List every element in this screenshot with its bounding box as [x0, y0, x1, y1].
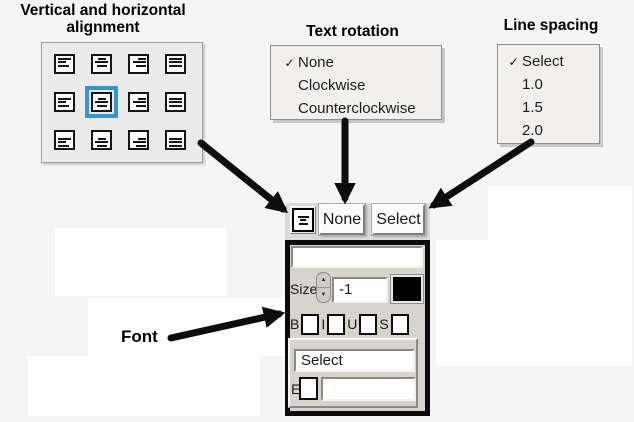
- align-middle-left-option[interactable]: [54, 92, 75, 112]
- center-middle-align-icon: [292, 208, 314, 232]
- background-patch: [55, 228, 227, 296]
- size-label: Size: [290, 281, 318, 297]
- alignment-title: Vertical and horizontal alignment: [20, 2, 186, 36]
- align-bottom-left-option[interactable]: [54, 130, 75, 150]
- line-spacing-item-2-0[interactable]: 2.0: [498, 119, 599, 142]
- italic-checkbox[interactable]: [327, 313, 346, 335]
- bold-checkbox[interactable]: [301, 313, 320, 335]
- text-rotation-item-counterclockwise[interactable]: Counterclockwise: [271, 97, 441, 120]
- alignment-grid: [41, 42, 203, 163]
- align-middle-right-option[interactable]: [128, 92, 149, 112]
- align-bottom-center-option[interactable]: [91, 130, 112, 150]
- background-patch: [436, 240, 632, 366]
- arrow-alignment-to-button: [197, 139, 289, 214]
- e-label: E: [291, 381, 301, 397]
- size-increment-button[interactable]: ▲: [317, 273, 330, 288]
- e-field[interactable]: [321, 377, 416, 401]
- alignment-button[interactable]: [290, 206, 316, 234]
- checkmark-icon: ✓: [508, 54, 519, 69]
- menu-item-label: Counterclockwise: [298, 100, 416, 117]
- background-patch: [28, 356, 260, 416]
- e-checkbox[interactable]: [299, 377, 318, 400]
- menu-item-label: 1.5: [522, 99, 543, 116]
- font-name-field[interactable]: Select: [294, 349, 415, 372]
- strikeout-checkbox[interactable]: [390, 313, 409, 335]
- align-bottom-justify-option[interactable]: [165, 130, 186, 150]
- size-field[interactable]: -1: [332, 277, 388, 303]
- text-color-swatch[interactable]: [393, 277, 421, 301]
- text-rotation-title: Text rotation: [306, 23, 399, 40]
- align-top-right-option[interactable]: [128, 54, 149, 74]
- font-text-field[interactable]: [291, 246, 423, 268]
- underline-checkbox[interactable]: [359, 313, 378, 335]
- align-bottom-right-option[interactable]: [128, 130, 149, 150]
- size-decrement-button[interactable]: ▼: [320, 292, 327, 298]
- text-rotation-item-none[interactable]: ✓None: [271, 51, 441, 74]
- align-middle-center-option[interactable]: [91, 92, 112, 112]
- menu-item-label: 1.0: [522, 76, 543, 93]
- line-spacing-menu: ✓Select 1.0 1.5 2.0: [497, 44, 600, 144]
- menu-item-label: Select: [522, 53, 564, 70]
- italic-label: I: [321, 316, 326, 332]
- align-top-justify-option[interactable]: [165, 54, 186, 74]
- align-top-left-option[interactable]: [54, 54, 75, 74]
- line-spacing-dropdown-button[interactable]: Select: [372, 204, 425, 235]
- line-spacing-item-1-5[interactable]: 1.5: [498, 96, 599, 119]
- menu-item-label: None: [298, 54, 334, 71]
- size-spinner: ▲ ▼: [316, 272, 331, 303]
- text-rotation-item-clockwise[interactable]: Clockwise: [271, 74, 441, 97]
- color-swatch-frame: [390, 274, 424, 304]
- text-rotation-dropdown-button[interactable]: None: [319, 204, 365, 235]
- menu-item-label: 2.0: [522, 122, 543, 139]
- font-callout-label: Font: [121, 327, 158, 346]
- checkmark-icon: ✓: [284, 55, 295, 70]
- underline-label: U: [347, 316, 358, 332]
- align-middle-justify-option[interactable]: [165, 92, 186, 112]
- line-spacing-title: Line spacing: [503, 17, 599, 34]
- line-spacing-item-select[interactable]: ✓Select: [498, 50, 599, 73]
- line-spacing-item-1-0[interactable]: 1.0: [498, 73, 599, 96]
- background-patch: [488, 186, 632, 240]
- menu-item-label: Clockwise: [298, 77, 366, 94]
- bold-label: B: [290, 316, 300, 332]
- strikeout-label: S: [379, 316, 389, 332]
- align-top-center-option[interactable]: [91, 54, 112, 74]
